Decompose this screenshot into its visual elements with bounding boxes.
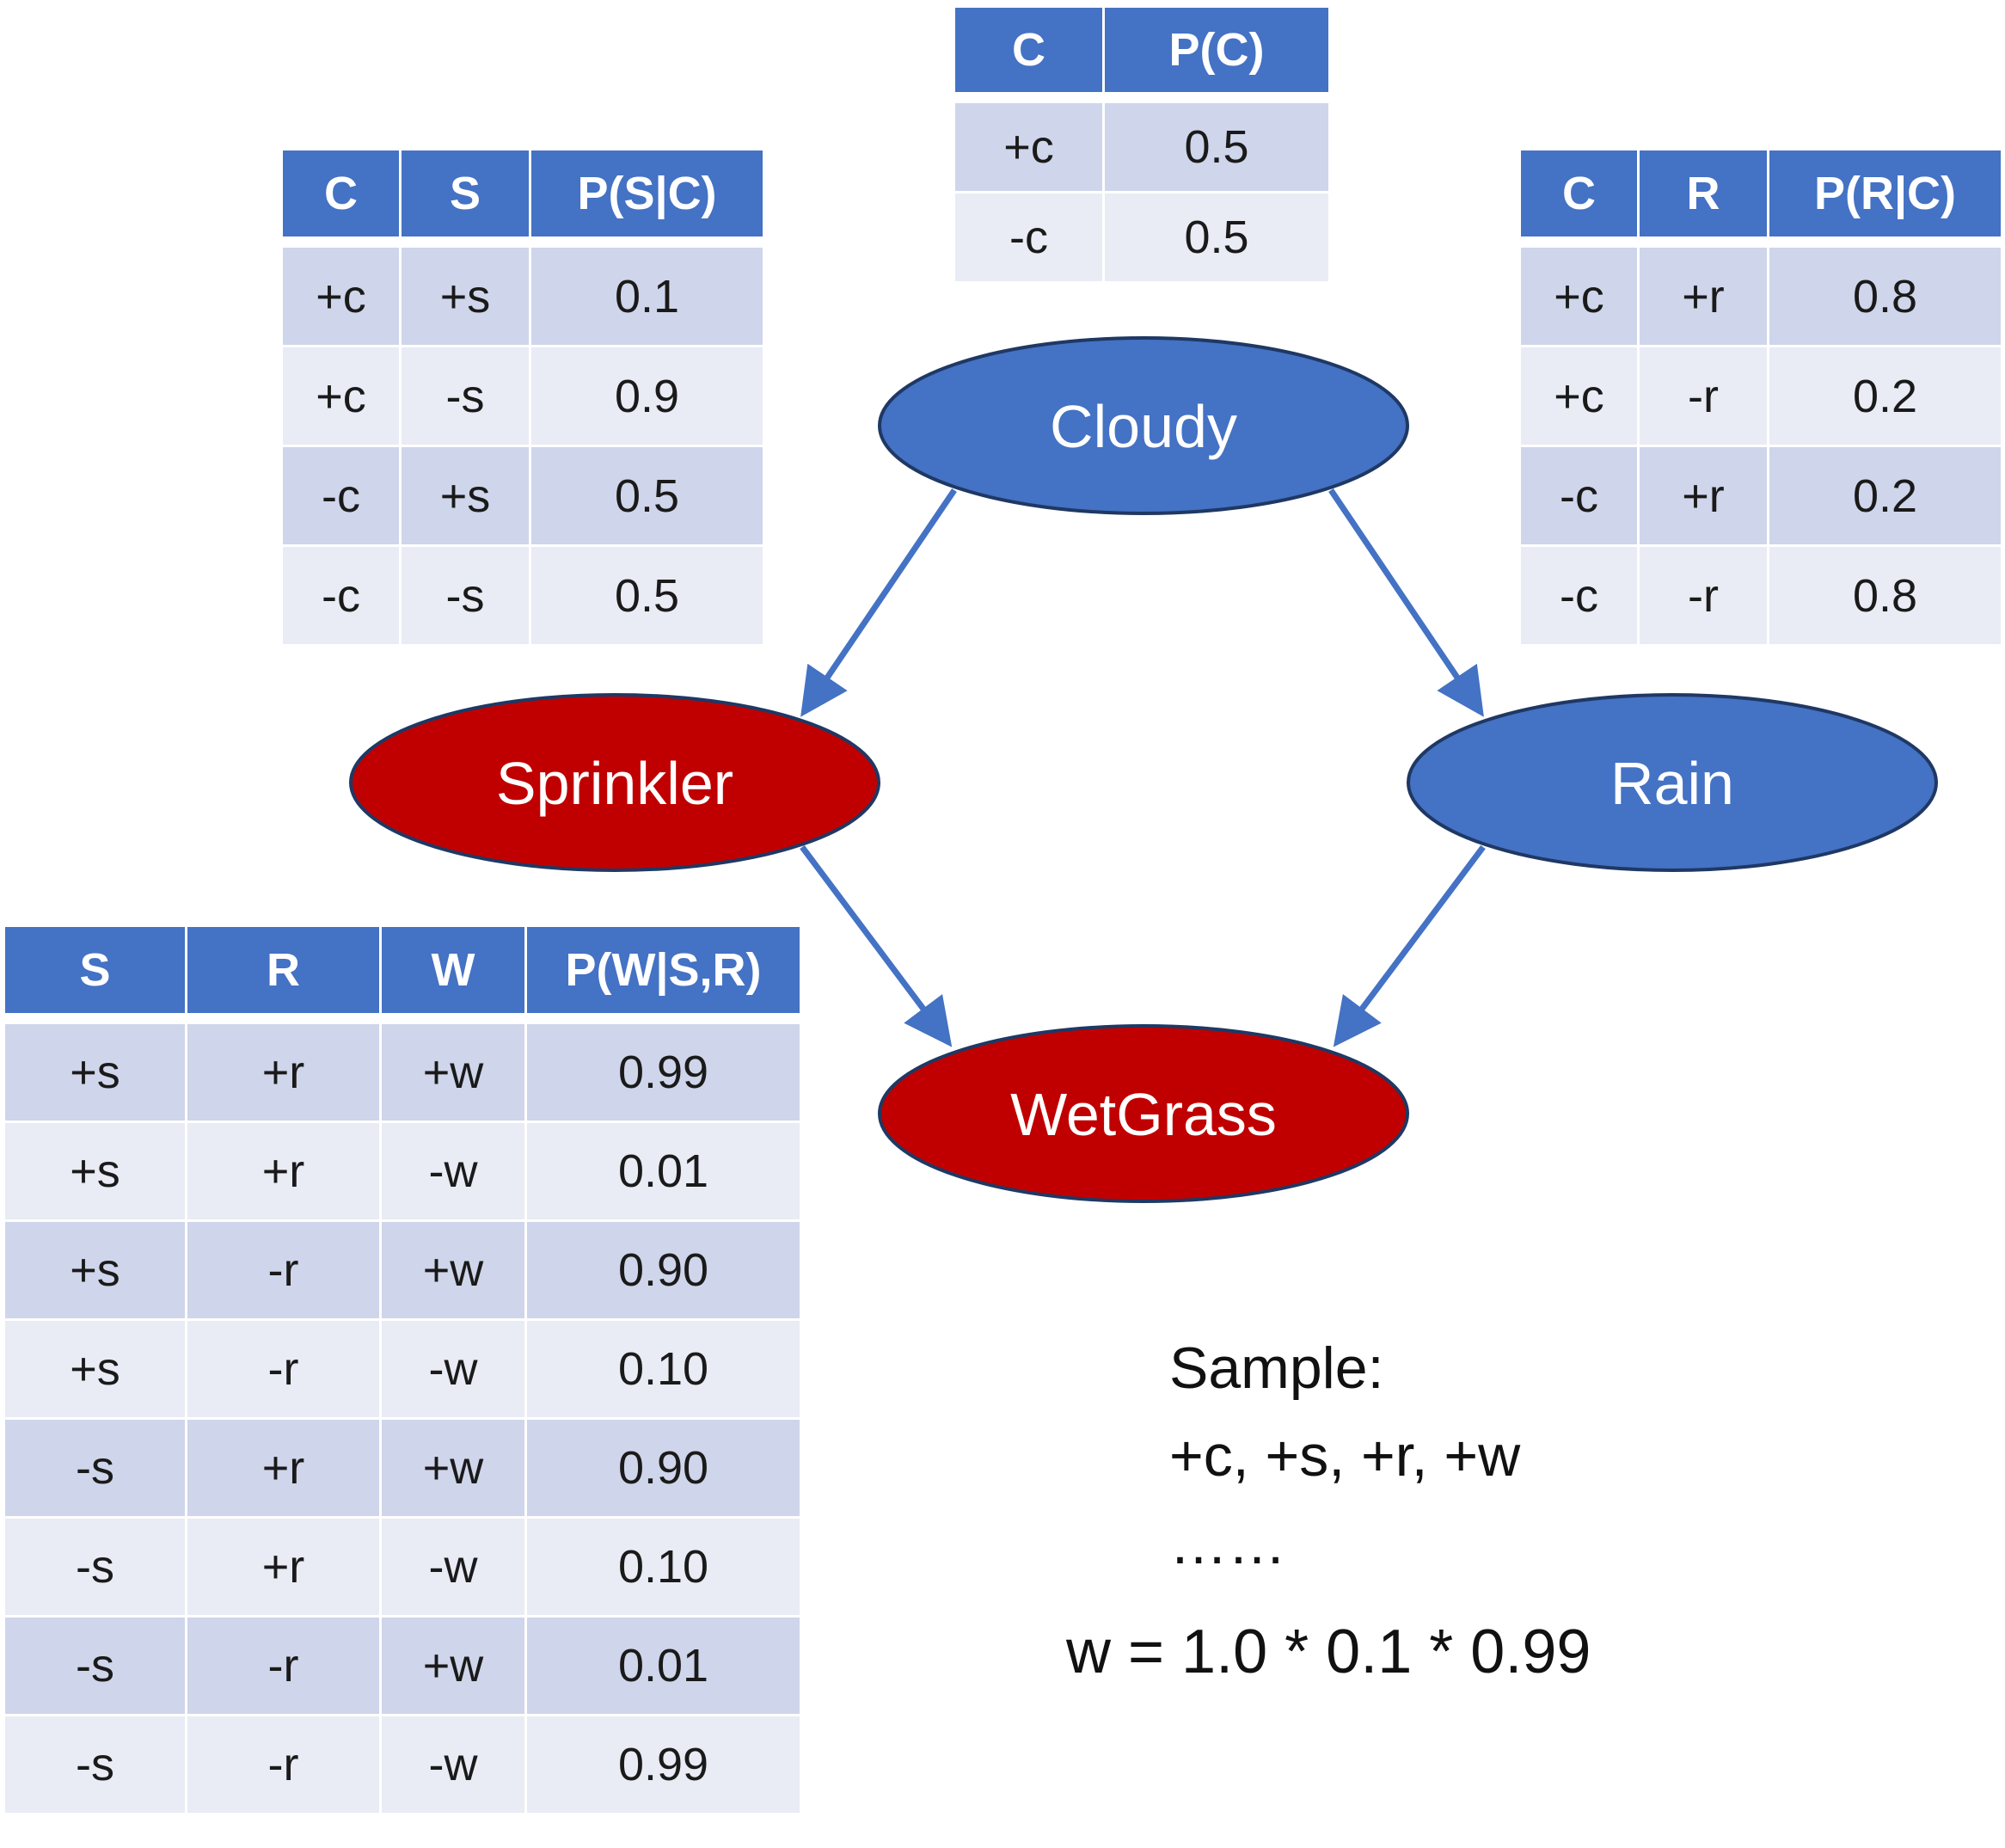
- cell: +r: [1640, 447, 1767, 544]
- sample-weight: w = 1.0 * 0.1 * 0.99: [1066, 1618, 1591, 1686]
- cell: -c: [1521, 447, 1637, 544]
- header-r: R: [187, 927, 379, 1022]
- cell: +w: [382, 1618, 524, 1714]
- cell: +c: [283, 248, 399, 345]
- node-sprinkler-label: Sprinkler: [496, 750, 733, 817]
- header-p-c: P(C): [1105, 8, 1328, 101]
- cell: +w: [382, 1024, 524, 1120]
- cell: +w: [382, 1420, 524, 1516]
- header-r: R: [1640, 150, 1767, 245]
- edge-cloudy-rain: [1328, 488, 1484, 717]
- cell: -w: [382, 1321, 524, 1417]
- cell: +r: [1640, 248, 1767, 345]
- cell: +c: [955, 103, 1102, 191]
- cell: -r: [187, 1222, 379, 1318]
- cell: 0.90: [527, 1222, 800, 1318]
- header-s: S: [5, 927, 185, 1022]
- cell: 0.90: [527, 1420, 800, 1516]
- cell: +r: [187, 1123, 379, 1219]
- node-sprinkler: Sprinkler: [349, 693, 880, 872]
- cell: -s: [5, 1716, 185, 1813]
- cell: 0.8: [1769, 248, 2001, 345]
- cell: -s: [5, 1420, 185, 1516]
- cell: -r: [187, 1618, 379, 1714]
- cell: 0.5: [531, 547, 763, 644]
- cell: -w: [382, 1123, 524, 1219]
- cell: +s: [5, 1123, 185, 1219]
- cell: 0.5: [1105, 103, 1328, 191]
- cell: +c: [1521, 347, 1637, 445]
- sample-ellipsis: ……: [1169, 1511, 1286, 1576]
- cell: -r: [187, 1321, 379, 1417]
- header-p-w-given-s-r: P(W|S,R): [527, 927, 800, 1022]
- cell: -s: [5, 1519, 185, 1615]
- cell: +r: [187, 1024, 379, 1120]
- header-c: C: [955, 8, 1102, 101]
- cell: 0.5: [531, 447, 763, 544]
- cell: -s: [402, 347, 529, 445]
- node-wetgrass-label: WetGrass: [1010, 1081, 1277, 1148]
- cell: -r: [1640, 547, 1767, 644]
- cell: +s: [5, 1024, 185, 1120]
- edge-sprinkler-wetgrass: [800, 844, 953, 1047]
- cpt-sprinkler: C S P(S|C) +c +s 0.1 +c -s 0.9 -c +s 0.5…: [280, 148, 765, 647]
- cell: -w: [382, 1519, 524, 1615]
- header-s: S: [402, 150, 529, 245]
- cell: -c: [283, 547, 399, 644]
- node-rain-label: Rain: [1610, 750, 1734, 817]
- cpt-rain: C R P(R|C) +c +r 0.8 +c -r 0.2 -c +r 0.2…: [1518, 148, 2003, 647]
- cell: -c: [283, 447, 399, 544]
- cpt-wetgrass: S R W P(W|S,R) +s +r +w 0.99 +s +r -w 0.…: [3, 924, 802, 1815]
- header-c: C: [1521, 150, 1637, 245]
- node-cloudy: Cloudy: [878, 336, 1409, 515]
- header-p-r-given-c: P(R|C): [1769, 150, 2001, 245]
- cell: -r: [1640, 347, 1767, 445]
- cpt-cloudy: C P(C) +c 0.5 -c 0.5: [953, 5, 1331, 284]
- cell: 0.01: [527, 1123, 800, 1219]
- cell: -r: [187, 1716, 379, 1813]
- cell: 0.10: [527, 1519, 800, 1615]
- cell: 0.99: [527, 1716, 800, 1813]
- edge-cloudy-sprinkler: [800, 488, 957, 717]
- cell: 0.99: [527, 1024, 800, 1120]
- edge-rain-wetgrass: [1333, 844, 1486, 1047]
- cell: 0.5: [1105, 193, 1328, 281]
- node-wetgrass: WetGrass: [878, 1024, 1409, 1203]
- node-rain: Rain: [1407, 693, 1938, 872]
- node-cloudy-label: Cloudy: [1050, 393, 1237, 460]
- cell: 0.2: [1769, 447, 2001, 544]
- cell: +r: [187, 1420, 379, 1516]
- cell: -s: [402, 547, 529, 644]
- header-w: W: [382, 927, 524, 1022]
- sample-label: Sample:: [1169, 1335, 1384, 1401]
- cell: 0.01: [527, 1618, 800, 1714]
- cell: -c: [1521, 547, 1637, 644]
- cell: 0.8: [1769, 547, 2001, 644]
- cell: 0.9: [531, 347, 763, 445]
- cell: -s: [5, 1618, 185, 1714]
- cell: +r: [187, 1519, 379, 1615]
- header-c: C: [283, 150, 399, 245]
- cell: +w: [382, 1222, 524, 1318]
- cell: +s: [5, 1321, 185, 1417]
- cell: +c: [1521, 248, 1637, 345]
- cell: +c: [283, 347, 399, 445]
- cell: 0.1: [531, 248, 763, 345]
- cell: +s: [5, 1222, 185, 1318]
- sample-values: +c, +s, +r, +w: [1169, 1423, 1521, 1489]
- sample-annotation: Sample: +c, +s, +r, +w ……: [1169, 1324, 1520, 1587]
- cell: -c: [955, 193, 1102, 281]
- cell: +s: [402, 248, 529, 345]
- cell: +s: [402, 447, 529, 544]
- header-p-s-given-c: P(S|C): [531, 150, 763, 245]
- cell: -w: [382, 1716, 524, 1813]
- cell: 0.10: [527, 1321, 800, 1417]
- cell: 0.2: [1769, 347, 2001, 445]
